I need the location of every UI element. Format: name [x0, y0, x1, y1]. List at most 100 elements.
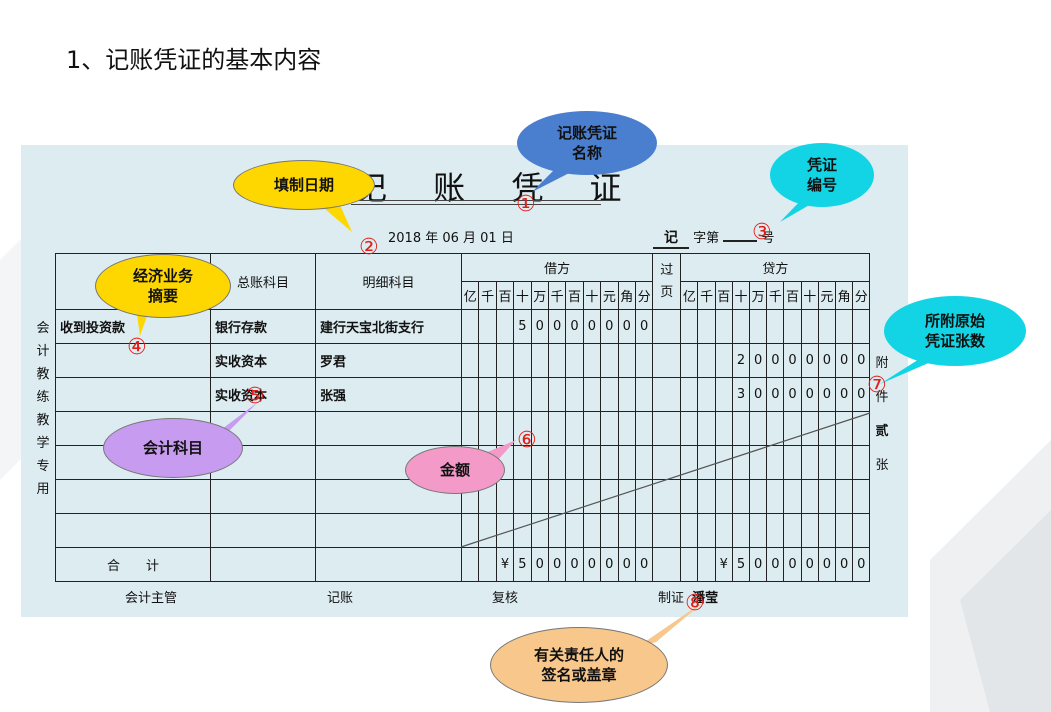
debit-digit — [634, 411, 654, 446]
credit-digit: 2 — [731, 343, 751, 378]
credit-digit — [697, 479, 716, 514]
supervisor-label: 会计主管 — [125, 591, 178, 606]
credit-digit: 3 — [731, 377, 751, 412]
debit-digit — [600, 411, 619, 446]
total-credit-digit: 0 — [800, 547, 819, 582]
bookkeeper-label: 记账 — [327, 591, 354, 606]
debit-digit — [617, 445, 636, 480]
digit-unit-header: 百 — [565, 281, 584, 310]
debit-digit — [617, 411, 636, 446]
total-debit-digit: 0 — [634, 547, 654, 582]
total-debit-digit — [478, 547, 497, 582]
credit-digit — [800, 309, 819, 344]
credit-digit — [834, 445, 854, 480]
title-underline — [351, 204, 601, 205]
credit-digit — [834, 309, 854, 344]
debit-digit: 0 — [634, 309, 654, 344]
callout-signatures: 有关责任人的 签名或盖章 — [490, 627, 668, 703]
debit-digit — [478, 343, 497, 378]
digit-unit-header: 十 — [513, 281, 532, 310]
row-detail-account: 罗君 — [315, 343, 462, 378]
total-credit-digit — [697, 547, 716, 582]
credit-digit — [697, 309, 716, 344]
debit-digit — [547, 513, 567, 548]
credit-digit: 0 — [817, 377, 836, 412]
credit-digit — [852, 479, 871, 514]
credit-digit — [749, 479, 768, 514]
slide-title: 1、记账凭证的基本内容 — [66, 46, 322, 74]
credit-digit — [697, 343, 716, 378]
credit-digit — [714, 445, 733, 480]
credit-digit — [783, 445, 802, 480]
credit-digit — [697, 513, 716, 548]
credit-digit — [783, 411, 802, 446]
total-detail-empty — [315, 547, 462, 582]
debit-digit — [565, 343, 584, 378]
credit-digit — [852, 513, 871, 548]
credit-digit — [697, 445, 716, 480]
debit-digit: 0 — [547, 309, 567, 344]
total-debit-digit: 0 — [600, 547, 619, 582]
callout-voucher-number-text: 凭证 编号 — [806, 156, 837, 194]
callout-account: 会计科目 — [103, 418, 243, 478]
preparer-label: 制证 — [658, 591, 685, 606]
debit-digit — [634, 377, 654, 412]
digit-unit-header: 百 — [495, 281, 515, 310]
row-general-account — [210, 513, 316, 548]
debit-digit — [495, 513, 515, 548]
credit-digit — [680, 343, 699, 378]
total-credit-digit: 0 — [834, 547, 854, 582]
credit-digit — [697, 377, 716, 412]
digit-unit-header: 万 — [530, 281, 549, 310]
debit-digit — [600, 343, 619, 378]
posted-mark — [652, 445, 682, 480]
row-general-account: 银行存款 — [210, 309, 316, 344]
debit-digit — [513, 343, 532, 378]
title-underline — [351, 200, 601, 201]
debit-digit — [547, 411, 567, 446]
credit-digit — [714, 479, 733, 514]
debit-digit — [460, 513, 480, 548]
total-credit-digit: 0 — [817, 547, 836, 582]
credit-digit — [749, 513, 768, 548]
credit-digit: 0 — [749, 377, 768, 412]
credit-digit — [766, 479, 785, 514]
row-summary — [55, 343, 211, 378]
posted-mark — [652, 377, 682, 412]
attachment-unit: 件 — [875, 390, 889, 405]
debit-digit — [565, 513, 584, 548]
total-general-empty — [210, 547, 316, 582]
accounting-voucher: 记 账 凭 证 2018 年 06 月 01 日 记 字第 号 会计教练教学专用… — [21, 145, 908, 617]
debit-digit — [634, 445, 654, 480]
digit-unit-header: 亿 — [680, 281, 699, 310]
debit-digit: 0 — [600, 309, 619, 344]
digit-unit-header: 千 — [478, 281, 497, 310]
callout-date-text: 填制日期 — [273, 176, 334, 194]
header-posted: 过页 — [652, 253, 682, 310]
credit-digit — [834, 411, 854, 446]
credit-digit — [697, 411, 716, 446]
posted-mark — [652, 343, 682, 378]
debit-digit — [478, 309, 497, 344]
credit-digit — [680, 377, 699, 412]
debit-digit — [460, 377, 480, 412]
total-credit-digit — [680, 547, 699, 582]
header-credit: 贷方 — [680, 253, 871, 282]
row-summary — [55, 513, 211, 548]
callout-attachments-text: 所附原始 凭证张数 — [924, 312, 985, 350]
debit-digit — [582, 343, 602, 378]
debit-digit — [530, 479, 549, 514]
callout-summary: 经济业务 摘要 — [95, 254, 231, 318]
debit-digit — [478, 411, 497, 446]
debit-digit — [600, 445, 619, 480]
marker-6: ⑥ — [517, 428, 537, 453]
row-summary — [55, 479, 211, 514]
credit-digit — [714, 343, 733, 378]
posted-mark — [652, 411, 682, 446]
credit-digit — [834, 479, 854, 514]
debit-digit — [617, 343, 636, 378]
credit-digit — [800, 513, 819, 548]
